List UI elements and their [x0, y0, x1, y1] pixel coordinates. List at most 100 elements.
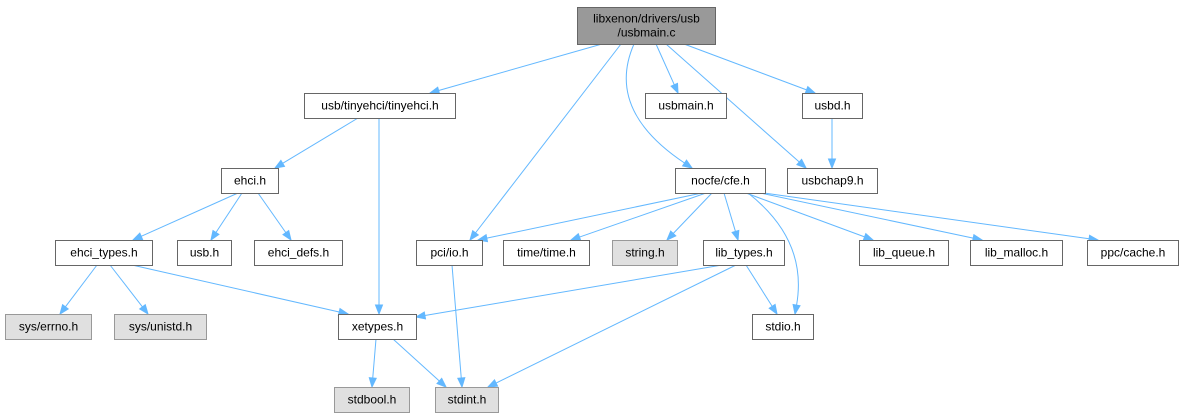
edge-usbmain_c-to-nocfe_cfe_h	[625, 43, 694, 169]
node-box[interactable]	[55, 240, 153, 266]
node-stdint-h[interactable]: stdint.h	[435, 387, 499, 413]
edge-arrowhead	[731, 229, 740, 242]
node-box[interactable]	[221, 168, 279, 194]
edge-ehci_types_h-to-sys_unistd_h	[109, 264, 149, 316]
node-label: nocfe/cfe.h	[691, 174, 750, 188]
node-box[interactable]	[114, 314, 207, 340]
edge-arrowhead	[210, 229, 220, 242]
node-box[interactable]	[334, 387, 410, 413]
node-time-time-h[interactable]: time/time.h	[503, 240, 590, 266]
edge-line	[372, 338, 377, 379]
node-pci-io-h[interactable]: pci/io.h	[416, 240, 483, 266]
node-ppc-cache-h[interactable]: ppc/cache.h	[1087, 240, 1179, 266]
edge-line	[655, 43, 675, 85]
node-label: ppc/cache.h	[1101, 246, 1166, 260]
node-box[interactable]	[1087, 240, 1179, 266]
edge-arrowhead	[457, 377, 466, 389]
edges-layer	[59, 43, 1100, 389]
edge-ehci_h-to-ehci_types_h	[131, 192, 239, 241]
node-box[interactable]	[577, 7, 716, 45]
edge-arrowhead	[666, 230, 677, 241]
node-label: usbd.h	[814, 99, 850, 113]
node-label: ehci_defs.h	[268, 246, 329, 260]
edge-ehci_h-to-ehci_defs_h	[257, 192, 292, 242]
node-box[interactable]	[177, 240, 232, 266]
node-label: string.h	[625, 246, 664, 260]
edge-arrowhead	[469, 229, 480, 242]
edge-line	[392, 338, 440, 382]
node-usbmain-c[interactable]: libxenon/drivers/usb/usbmain.c	[577, 7, 716, 45]
node-box[interactable]	[752, 314, 814, 340]
node-box[interactable]	[254, 240, 343, 266]
node-ehci-h[interactable]: ehci.h	[221, 168, 279, 194]
node-string-h[interactable]: string.h	[612, 240, 678, 266]
edge-arrowhead	[131, 232, 144, 241]
node-label: /usbmain.c	[617, 26, 675, 40]
node-ehci-types-h[interactable]: ehci_types.h	[55, 240, 153, 266]
node-box[interactable]	[612, 240, 678, 266]
node-label: time/time.h	[517, 246, 576, 260]
edge-arrowhead	[796, 158, 808, 169]
edge-usbmain_c-to-pci_io_h	[469, 43, 622, 242]
edge-arrowhead	[414, 311, 427, 320]
node-box[interactable]	[970, 240, 1063, 266]
edge-ehci_types_h-to-sys_errno_h	[59, 264, 98, 316]
edge-line	[625, 43, 685, 164]
node-label: sys/errno.h	[19, 320, 78, 334]
node-usbchap9-h[interactable]: usbchap9.h	[787, 168, 878, 194]
edge-arrowhead	[670, 82, 679, 95]
node-box[interactable]	[645, 93, 727, 119]
node-xetypes-h[interactable]: xetypes.h	[338, 314, 417, 340]
node-stdbool-h[interactable]: stdbool.h	[334, 387, 410, 413]
edge-arrowhead	[768, 303, 778, 316]
node-ehci-defs-h[interactable]: ehci_defs.h	[254, 240, 343, 266]
edge-arrowhead	[282, 229, 292, 242]
node-usb-h[interactable]: usb.h	[177, 240, 232, 266]
node-box[interactable]	[338, 314, 417, 340]
node-label: lib_queue.h	[873, 246, 935, 260]
node-usbd-h[interactable]: usbd.h	[802, 93, 863, 119]
edge-arrowhead	[486, 379, 499, 388]
node-lib-types-h[interactable]: lib_types.h	[703, 240, 785, 266]
edge-tinyehci_h-to-ehci_h	[273, 117, 359, 169]
node-box[interactable]	[304, 93, 456, 119]
node-box[interactable]	[787, 168, 878, 194]
edge-nocfe_cfe_h-to-lib_malloc_h	[759, 192, 984, 243]
edge-ehci_types_h-to-xetypes_h	[131, 264, 350, 317]
node-label: usb.h	[190, 246, 219, 260]
node-box[interactable]	[435, 387, 499, 413]
edge-arrowhead	[428, 86, 441, 95]
edge-arrowhead	[273, 159, 286, 169]
edge-line	[745, 264, 773, 307]
node-label: sys/unistd.h	[129, 320, 192, 334]
edge-line	[486, 192, 703, 239]
edge-arrowhead	[436, 377, 448, 388]
node-box[interactable]	[503, 240, 590, 266]
node-usbmain-h[interactable]: usbmain.h	[645, 93, 727, 119]
edge-line	[109, 264, 143, 308]
edge-nocfe_cfe_h-to-lib_queue_h	[745, 192, 875, 241]
node-lib-malloc-h[interactable]: lib_malloc.h	[970, 240, 1063, 266]
node-nocfe-cfe-h[interactable]: nocfe/cfe.h	[675, 168, 766, 194]
edge-lib_types_h-to-xetypes_h	[414, 264, 723, 320]
edge-tinyehci_h-to-xetypes_h	[374, 118, 384, 316]
node-tinyehci-h[interactable]: usb/tinyehci/tinyehci.h	[304, 93, 456, 119]
edge-arrowhead	[569, 232, 582, 241]
node-box[interactable]	[675, 168, 766, 194]
edge-arrowhead	[827, 158, 837, 170]
node-sys-errno-h[interactable]: sys/errno.h	[5, 314, 92, 340]
node-box[interactable]	[416, 240, 483, 266]
node-lib-queue-h[interactable]: lib_queue.h	[859, 240, 949, 266]
node-box[interactable]	[703, 240, 785, 266]
node-box[interactable]	[859, 240, 949, 266]
edge-line	[579, 192, 707, 238]
node-stdio-h[interactable]: stdio.h	[752, 314, 814, 340]
edge-line	[683, 43, 807, 91]
edge-nocfe_cfe_h-to-ppc_cache_h	[763, 192, 1100, 243]
edge-usbmain_c-to-tinyehci_h	[428, 43, 603, 95]
edge-arrowhead	[804, 85, 817, 94]
node-label: pci/io.h	[430, 246, 468, 260]
node-box[interactable]	[802, 93, 863, 119]
node-box[interactable]	[5, 314, 92, 340]
node-sys-unistd-h[interactable]: sys/unistd.h	[114, 314, 207, 340]
